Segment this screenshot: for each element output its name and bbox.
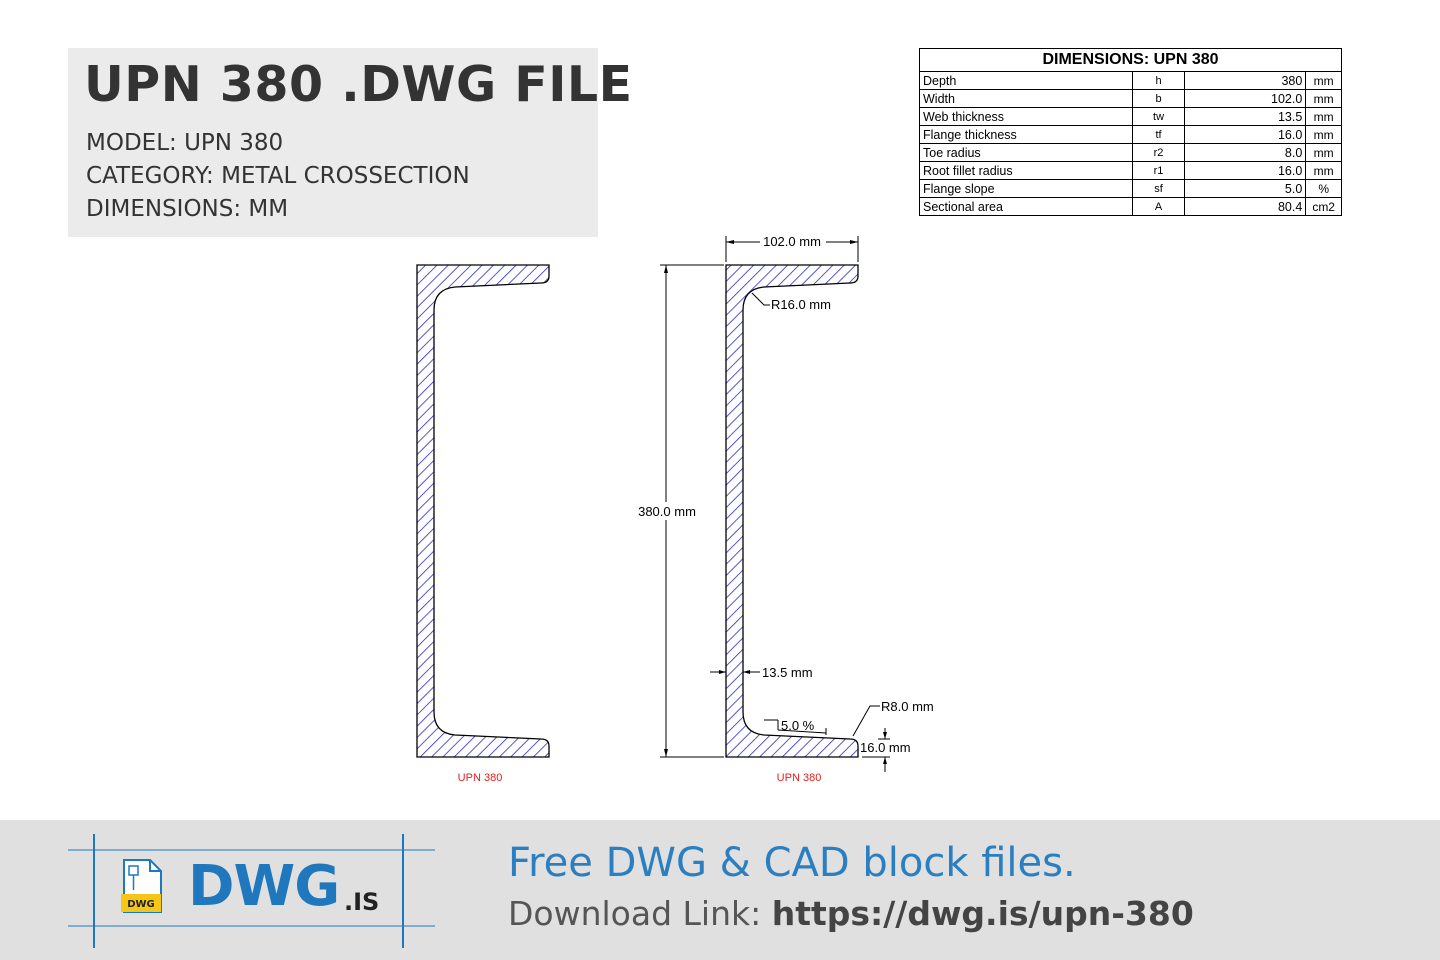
slope-label: 5.0 % — [781, 718, 815, 733]
channel-section-left — [416, 264, 550, 758]
root-radius-label: R16.0 mm — [771, 297, 831, 312]
dwg-file-icon: DWG — [121, 859, 162, 913]
download-prefix: Download Link: — [508, 894, 772, 933]
row-value: 380 — [1184, 71, 1307, 90]
row-unit: mm — [1305, 89, 1342, 108]
download-line: Download Link: https://dwg.is/upn-380 — [508, 894, 1194, 933]
depth-label: 380.0 mm — [638, 504, 696, 519]
row-unit: mm — [1305, 107, 1342, 126]
model-line: MODEL: UPN 380 — [86, 130, 284, 156]
info-box: UPN 380 .DWG FILE MODEL: UPN 380 CATEGOR… — [68, 48, 632, 237]
tagline: Free DWG & CAD block files. — [508, 840, 1076, 886]
logo-frame: DWG — [68, 834, 435, 948]
flange-label: 16.0 mm — [860, 740, 911, 755]
row-name: Toe radius — [918, 143, 1134, 162]
web-label: 13.5 mm — [762, 665, 813, 680]
row-unit: cm2 — [1305, 197, 1342, 216]
page-title: UPN 380 .DWG FILE — [84, 56, 633, 113]
logo-suffix: .IS — [344, 888, 380, 916]
caption-right: UPN 380 — [777, 772, 822, 784]
caption-left: UPN 380 — [458, 772, 503, 784]
download-link[interactable]: https://dwg.is/upn-380 — [771, 894, 1194, 933]
depth-dimension — [660, 264, 724, 758]
row-unit: mm — [1305, 71, 1342, 90]
slope-marker — [764, 719, 827, 735]
cad-drawing: UPN 380 UPN 380 102.0 mm 380.0 mm R16.0 … — [416, 234, 934, 784]
row-value: 16.0 — [1184, 161, 1307, 180]
logo-text: DWG — [188, 854, 340, 919]
row-value: 80.4 — [1184, 197, 1307, 216]
logo-badge: DWG — [127, 899, 155, 910]
row-name: Sectional area — [918, 197, 1134, 216]
row-value: 102.0 — [1184, 89, 1307, 108]
dimensions-line: DIMENSIONS: MM — [86, 196, 289, 222]
row-unit: mm — [1305, 143, 1342, 162]
table-title: DIMENSIONS: UPN 380 — [919, 48, 1342, 72]
width-label: 102.0 mm — [763, 234, 821, 249]
category-line: CATEGORY: METAL CROSSECTION — [86, 163, 470, 189]
channel-section-right — [725, 264, 859, 758]
toe-radius-label: R8.0 mm — [881, 699, 934, 714]
footer-banner: DWG DWG .IS Free DWG & CAD block files. … — [0, 820, 1440, 960]
